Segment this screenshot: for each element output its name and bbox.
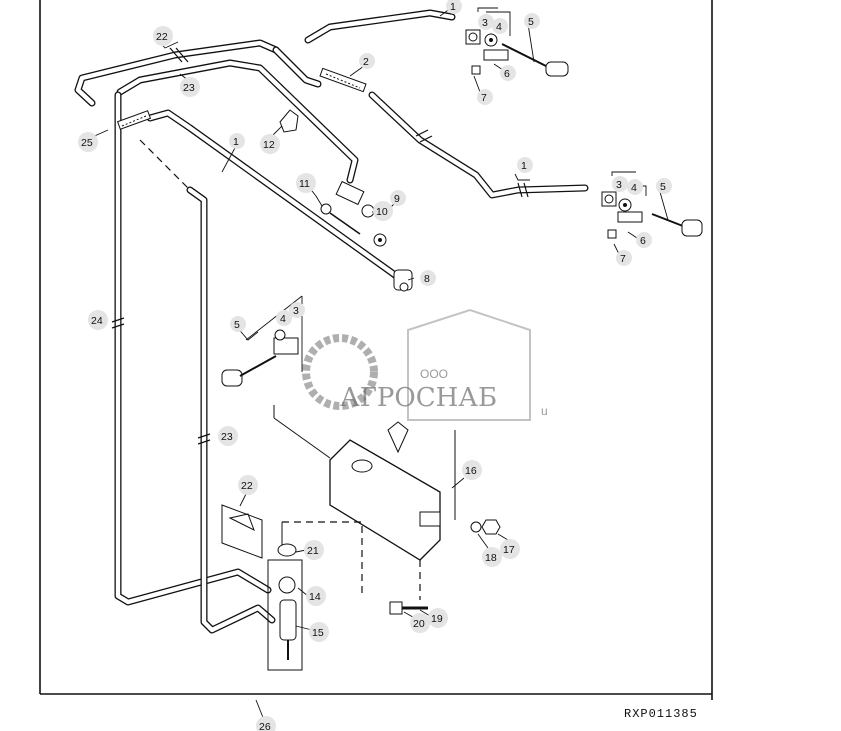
callout-4b: 4 — [627, 179, 643, 195]
svg-text:1: 1 — [521, 160, 527, 172]
svg-text:20: 20 — [413, 618, 425, 630]
clip-12 — [279, 109, 299, 133]
svg-text:5: 5 — [528, 16, 534, 28]
svg-text:18: 18 — [485, 552, 497, 564]
svg-text:1: 1 — [450, 1, 456, 13]
svg-text:23: 23 — [183, 82, 195, 94]
svg-text:4: 4 — [496, 21, 502, 33]
washer-pump — [267, 543, 303, 671]
svg-text:9: 9 — [394, 193, 400, 205]
svg-text:22: 22 — [241, 480, 253, 492]
callout-22b: 22 — [238, 475, 258, 495]
nut-17-18 — [470, 519, 501, 535]
hose-break-marks — [111, 47, 529, 445]
callout-10: 10 — [373, 201, 393, 221]
svg-text:15: 15 — [312, 627, 324, 639]
svg-text:1: 1 — [233, 136, 239, 148]
callout-19: 19 — [428, 608, 448, 628]
fitting-2 — [319, 67, 367, 93]
callout-2: 2 — [359, 53, 375, 69]
agrosnab-watermark: ООО АГРОСНАБ u — [302, 308, 548, 421]
callout-15: 15 — [309, 622, 329, 642]
callout-22a: 22 — [153, 26, 173, 46]
callout-5a: 5 — [524, 13, 540, 29]
svg-text:26: 26 — [259, 721, 271, 731]
fitting-8 — [393, 269, 413, 292]
fitting-25 — [116, 110, 152, 130]
svg-text:16: 16 — [465, 465, 477, 477]
svg-text:2: 2 — [363, 56, 369, 68]
callout-21: 21 — [304, 540, 324, 560]
callout-3c: 3 — [289, 302, 305, 318]
callout-14: 14 — [306, 586, 326, 606]
clamp-11 — [320, 203, 361, 235]
washer-hose-network — [74, 9, 589, 634]
callout-11: 11 — [296, 173, 316, 193]
callout-6b: 6 — [636, 232, 652, 248]
svg-text:10: 10 — [376, 206, 388, 218]
callout-24: 24 — [88, 310, 108, 330]
callout-20: 20 — [410, 613, 430, 633]
callout-12: 12 — [260, 134, 280, 154]
callout-1b: 1 — [229, 133, 245, 149]
watermark-company-small: ООО — [420, 367, 448, 381]
svg-text:3: 3 — [616, 179, 622, 191]
callout-16: 16 — [462, 460, 482, 480]
svg-text:25: 25 — [81, 137, 93, 149]
svg-text:24: 24 — [91, 315, 103, 327]
callout-26: 26 — [256, 716, 276, 731]
callout-5c: 5 — [230, 316, 246, 332]
callout-8: 8 — [420, 270, 436, 286]
nozzle-assembly-left — [221, 329, 299, 387]
svg-text:19: 19 — [431, 613, 443, 625]
callout-7a: 7 — [477, 89, 493, 105]
decal-22 — [221, 504, 263, 559]
svg-text:3: 3 — [293, 305, 299, 317]
callout-9: 9 — [390, 190, 406, 206]
svg-text:23: 23 — [221, 431, 233, 443]
svg-text:21: 21 — [307, 545, 319, 557]
callout-18: 18 — [482, 547, 502, 567]
nozzle-assembly-top — [465, 29, 569, 77]
svg-text:17: 17 — [503, 544, 515, 556]
callout-5b: 5 — [656, 178, 672, 194]
svg-text:5: 5 — [660, 181, 666, 193]
watermark-suffix: u — [541, 404, 548, 418]
svg-text:4: 4 — [631, 182, 637, 194]
callout-6a: 6 — [500, 65, 516, 81]
svg-text:5: 5 — [234, 319, 240, 331]
callout-3b: 3 — [612, 176, 628, 192]
svg-text:7: 7 — [481, 92, 487, 104]
callout-4c: 4 — [276, 310, 292, 326]
callout-4a: 4 — [492, 18, 508, 34]
svg-text:14: 14 — [309, 591, 321, 603]
svg-text:7: 7 — [620, 253, 626, 265]
svg-text:3: 3 — [482, 17, 488, 29]
svg-text:12: 12 — [263, 139, 275, 151]
callout-23a: 23 — [180, 77, 200, 97]
callout-23b: 23 — [218, 426, 238, 446]
svg-text:8: 8 — [424, 273, 430, 285]
svg-text:6: 6 — [504, 68, 510, 80]
callout-3a: 3 — [478, 14, 494, 30]
fitting-9-10 — [335, 180, 387, 247]
callout-7b: 7 — [616, 250, 632, 266]
svg-text:6: 6 — [640, 235, 646, 247]
callout-17: 17 — [500, 539, 520, 559]
figure-code: RXP011385 — [624, 707, 698, 721]
callout-1c: 1 — [517, 157, 533, 173]
nozzle-assembly-right — [601, 191, 703, 239]
washer-reservoir — [273, 405, 456, 561]
svg-text:22: 22 — [156, 31, 168, 43]
watermark-company-name: АГРОСНАБ — [340, 383, 497, 413]
callout-1a: 1 — [446, 0, 462, 14]
svg-text:4: 4 — [280, 313, 286, 325]
bolt-19-20 — [389, 601, 428, 615]
diagram-frame — [39, 0, 713, 700]
callout-25: 25 — [78, 132, 98, 152]
reservoir-bracket-dashes — [281, 521, 421, 600]
svg-text:11: 11 — [299, 178, 310, 190]
